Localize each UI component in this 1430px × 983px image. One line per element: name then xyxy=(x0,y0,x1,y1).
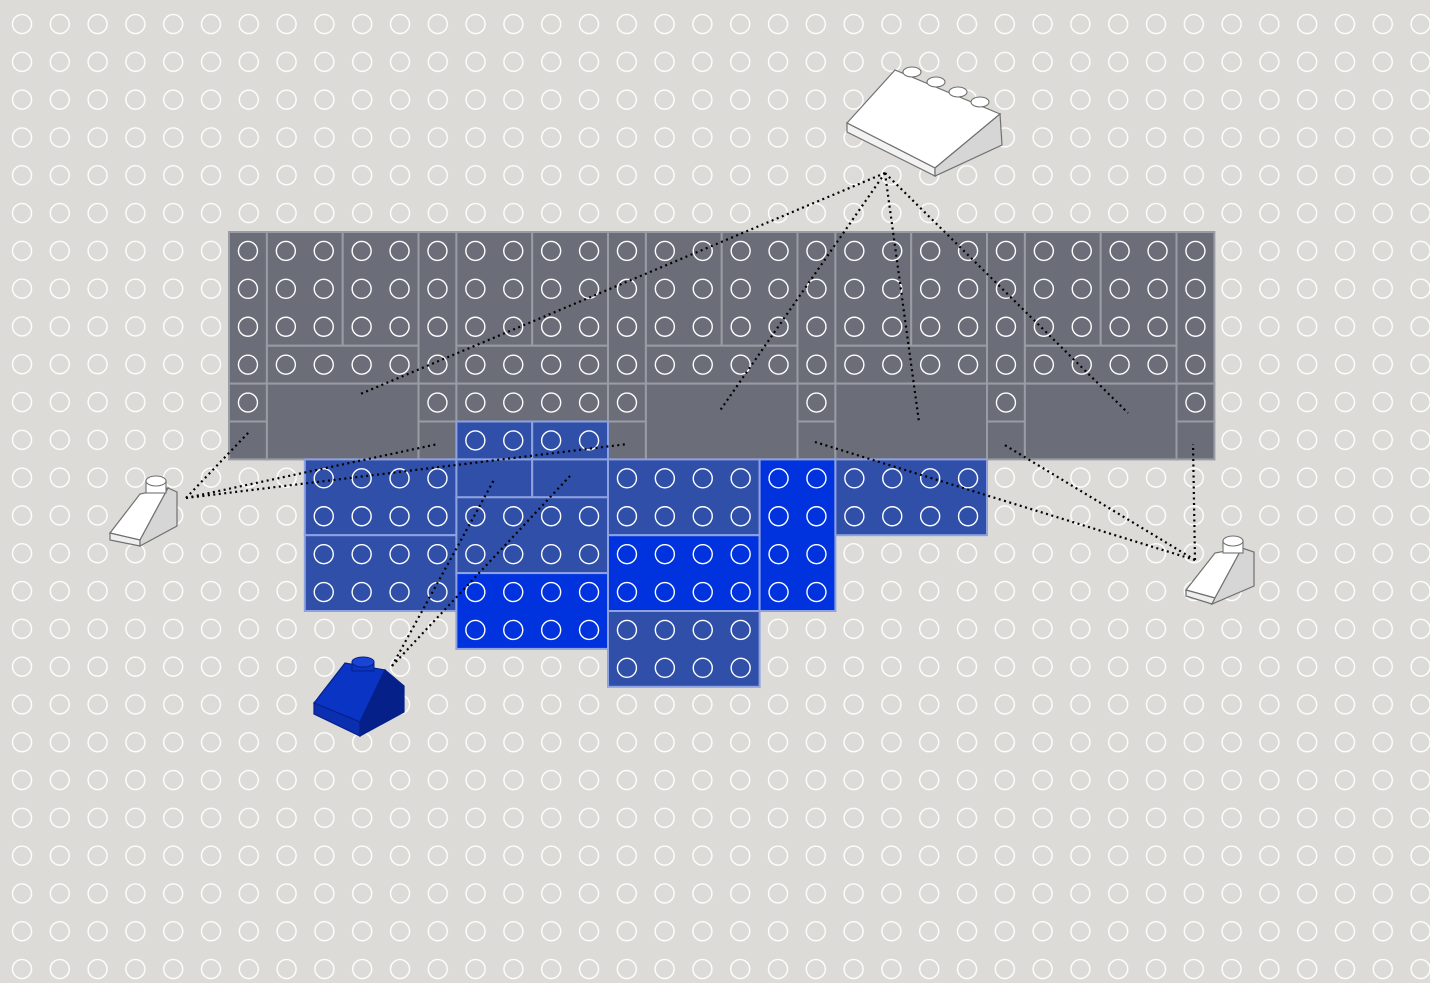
grey-brick-wall xyxy=(229,232,1214,459)
grey-brick-2x3 xyxy=(532,232,608,346)
grey-brick-1x4 xyxy=(267,346,419,384)
bright-blue-brick-2x4-vertical xyxy=(760,459,836,611)
grey-pillar-cap xyxy=(229,384,267,422)
blue-brick-1x2 xyxy=(456,422,532,460)
bright-blue-brick-2x4 xyxy=(608,535,760,611)
grey-pillar-cap xyxy=(419,384,457,422)
grey-pillar-cap xyxy=(1177,384,1215,422)
grey-smooth-tile xyxy=(267,384,419,460)
blue-brick-2x4 xyxy=(608,459,760,535)
grey-pillar-brick xyxy=(798,232,836,384)
grey-brick-2x3 xyxy=(267,232,343,346)
grey-pillar-cap xyxy=(608,384,646,422)
grey-smooth-tile xyxy=(1025,384,1177,460)
blue-brick-2x4 xyxy=(305,535,457,611)
grey-pillar-brick xyxy=(1177,232,1215,384)
grey-pillar-tile xyxy=(798,422,836,460)
blue-brick-1x2 xyxy=(532,422,608,460)
blue-brick-2x4 xyxy=(456,497,608,573)
grey-smooth-tile xyxy=(835,384,987,460)
grey-brick-2x3 xyxy=(1025,232,1101,346)
grey-brick-2x3 xyxy=(456,232,532,346)
grey-brick-1x4 xyxy=(1025,346,1177,384)
grey-brick-1x4 xyxy=(456,346,608,384)
bright-blue-brick-2x4 xyxy=(456,573,608,649)
grey-pillar-tile xyxy=(419,422,457,460)
grey-pillar-brick xyxy=(987,232,1025,384)
grey-brick-2x3 xyxy=(722,232,798,346)
grey-pillar-tile xyxy=(608,422,646,460)
grey-pillar-tile xyxy=(1177,422,1215,460)
grey-pillar-tile xyxy=(229,422,267,460)
grey-brick-2x3 xyxy=(343,232,419,346)
grey-pillar-cap xyxy=(987,384,1025,422)
grey-brick-2x3 xyxy=(646,232,722,346)
blue-brick-2x4 xyxy=(608,611,760,687)
blue-brick-2x4 xyxy=(305,459,457,535)
grey-brick-1x4 xyxy=(646,346,798,384)
grey-pillar-cap xyxy=(798,384,836,422)
blue-tile-1x2 xyxy=(532,459,608,497)
grey-brick-2x3 xyxy=(1101,232,1177,346)
grey-brick-1x4 xyxy=(456,384,608,422)
grey-pillar-brick xyxy=(608,232,646,384)
grey-brick-2x3 xyxy=(911,232,987,346)
grey-pillar-brick xyxy=(229,232,267,384)
grey-smooth-tile xyxy=(646,384,798,460)
blue-tile-1x2 xyxy=(456,459,532,497)
